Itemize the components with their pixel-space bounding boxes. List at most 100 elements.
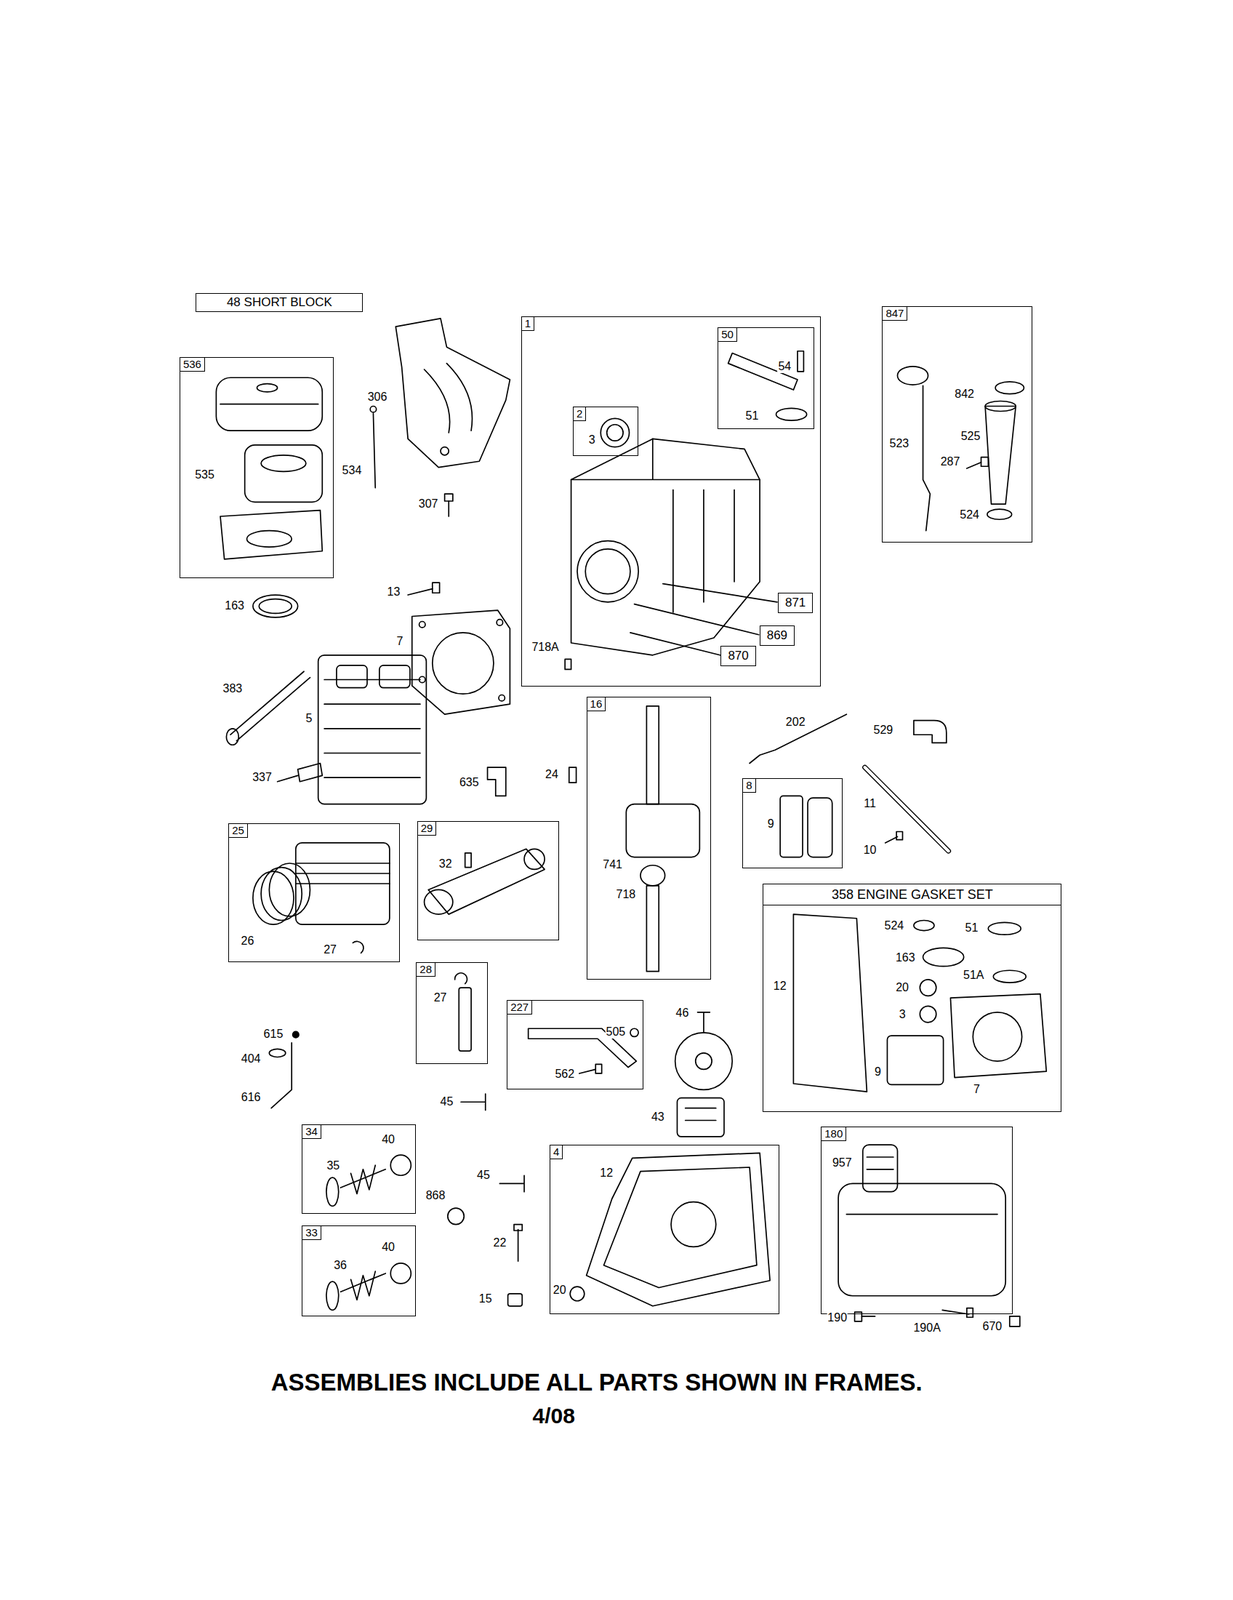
frame-number: 227	[507, 1000, 533, 1015]
assembly-frame: 227 505 562	[506, 999, 644, 1090]
assembly-frame: 28 27	[415, 961, 488, 1064]
assembly-frame: 180 957	[820, 1126, 1013, 1314]
callout-number: 54	[777, 359, 792, 373]
callout-number: 46	[675, 1006, 690, 1020]
callout-number: 523	[889, 436, 911, 451]
callout-number: 616	[240, 1090, 262, 1104]
callout-number: 45	[476, 1168, 491, 1182]
label-box: 870	[720, 645, 756, 666]
callout-number: 529	[872, 723, 894, 737]
assembly-frame: 358 ENGINE GASKET SET 524 51 163 51A 12 20 3 9 7	[762, 883, 1062, 1112]
assembly-frame: 50 54 51	[717, 327, 815, 429]
callout-number: 9	[873, 1065, 882, 1079]
assembly-frame: 23	[572, 406, 639, 456]
callout-number: 190A	[912, 1320, 941, 1335]
assembly-frame: 33 40 36	[301, 1225, 416, 1316]
assembly-frame: 29 32	[417, 820, 560, 941]
callout-number: 306	[367, 390, 389, 404]
assembly-frame: 16 741 718	[586, 696, 712, 980]
callout-number: 5	[305, 711, 314, 725]
callout-number: 718	[615, 887, 637, 901]
callout-number: 22	[492, 1235, 507, 1249]
callout-number: 32	[438, 857, 453, 871]
callout-number: 27	[322, 942, 338, 957]
frame-number: 4	[550, 1145, 563, 1159]
callout-number: 12	[772, 979, 788, 993]
callout-number: 535	[194, 468, 216, 482]
frame-number: 28	[416, 962, 436, 977]
callout-number: 337	[251, 770, 273, 784]
callout-number: 505	[605, 1025, 627, 1039]
callout-number: 24	[544, 767, 560, 781]
callout-number: 27	[433, 990, 448, 1004]
frame-number: 33	[302, 1225, 322, 1240]
callout-number: 12	[599, 1166, 614, 1180]
callout-number: 26	[240, 934, 256, 948]
callout-number: 40	[380, 1132, 396, 1146]
frame-number: 8	[742, 778, 756, 793]
callout-number: 868	[425, 1188, 447, 1202]
frame-number: 536	[180, 357, 206, 372]
label-box: 48 SHORT BLOCK	[195, 292, 363, 312]
frame-number: 180	[821, 1126, 847, 1141]
frame-number: 847	[882, 306, 908, 321]
callout-number: 163	[894, 950, 917, 965]
frame-number: 29	[418, 821, 437, 836]
callout-number: 7	[972, 1082, 981, 1096]
callout-number: 13	[386, 585, 402, 599]
callout-number: 718A	[530, 640, 560, 654]
callout-number: 307	[418, 497, 440, 511]
assembly-frame: 50 54 51 23 871 869 870 1 718A	[521, 316, 821, 687]
callout-number: 51	[745, 409, 760, 423]
callout-number: 20	[894, 980, 910, 994]
callout-number: 163	[223, 599, 246, 613]
assembly-frame: 344035	[301, 1123, 416, 1214]
callout-number: 524	[883, 918, 905, 933]
box-label: 48 SHORT BLOCK	[223, 295, 336, 310]
assembly-frame: 847842523525287524	[881, 306, 1032, 543]
callout-number: 635	[458, 775, 480, 789]
box-label: 869	[763, 628, 791, 643]
callout-number: 51	[964, 921, 980, 935]
callout-number: 43	[650, 1110, 666, 1124]
frame-number: 34	[302, 1124, 322, 1139]
callout-number: 9	[766, 817, 775, 831]
frame-number: 25	[229, 823, 248, 838]
callout-number: 615	[263, 1027, 285, 1041]
callout-number: 45	[439, 1094, 455, 1108]
callout-number: 7	[395, 634, 404, 648]
callout-number: 36	[332, 1258, 348, 1272]
callout-number: 3	[898, 1007, 907, 1021]
callout-number: 404	[240, 1051, 262, 1066]
frame-heading: 358 ENGINE GASKET SET	[763, 884, 1061, 906]
callout-number: 957	[831, 1155, 853, 1170]
assembly-frame: 25 26 27	[228, 822, 400, 962]
callout-number: 287	[940, 455, 962, 469]
callout-number: 20	[552, 1283, 568, 1297]
assembly-frame: 536 535	[179, 356, 334, 578]
callout-number: 524	[958, 508, 981, 522]
callout-number: 40	[380, 1240, 396, 1254]
frame-number: 16	[587, 697, 607, 712]
callout-number: 562	[553, 1067, 576, 1081]
label-box: 869	[759, 625, 795, 646]
callout-number: 741	[601, 857, 624, 871]
frame-number: 1	[521, 316, 535, 331]
callout-number: 10	[862, 843, 878, 857]
frame-number: 50	[718, 327, 738, 342]
callout-number: 534	[341, 463, 363, 477]
callout-number: 3	[588, 433, 597, 447]
callout-number: 190	[826, 1310, 848, 1324]
frame-number: 2	[573, 407, 586, 421]
callout-number: 383	[221, 681, 243, 696]
callout-number: 51A	[962, 968, 985, 982]
callout-number: 670	[982, 1319, 1004, 1333]
box-label: 871	[781, 595, 810, 610]
callout-number: 11	[862, 796, 877, 810]
label-box: 871	[777, 592, 813, 613]
callout-number: 842	[953, 387, 975, 401]
